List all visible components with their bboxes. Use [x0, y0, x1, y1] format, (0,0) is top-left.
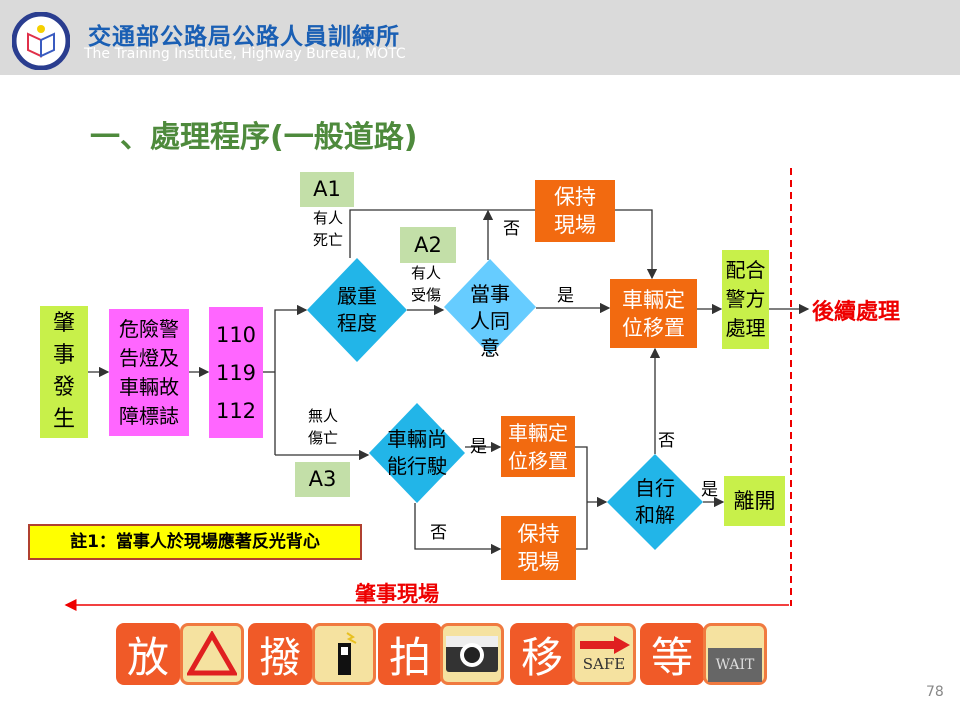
note-box: 註1：當事人於現場應著反光背心 [28, 524, 362, 560]
a3-label: A3 [295, 462, 350, 497]
no-label-consent: 否 [503, 219, 520, 239]
consent-diamond [444, 259, 536, 355]
no-label-drivable: 否 [430, 523, 447, 543]
a1-label: A1 [300, 172, 354, 207]
move-vehicle-box: 車輛定位移置 [610, 279, 697, 348]
warning-triangle-icon [180, 623, 244, 685]
a1-desc: 有人死亡 [312, 209, 343, 249]
cooperate-box: 配合警方處理 [722, 250, 769, 349]
leave-box: 離開 [724, 476, 785, 526]
page-number: 78 [926, 684, 944, 700]
followup-label: 後續處理 [812, 300, 901, 325]
phone-112: 112 [215, 398, 257, 423]
keep-scene-box-2: 保持現場 [501, 516, 576, 580]
settle-diamond [607, 454, 703, 550]
consent-label: 當事人同意 [470, 282, 510, 360]
safe-arrow-icon: SAFE [572, 623, 636, 685]
a3-desc: 無人傷亡 [307, 407, 338, 447]
keep-scene-box: 保持現場 [535, 180, 615, 242]
org-name: 交通部公路局公路人員訓練所 [88, 24, 400, 50]
warning-box: 危險警告燈及車輛故障標誌 [109, 309, 189, 436]
institute-logo [12, 12, 70, 70]
org-name-en: The Training Institute, Highway Bureau, … [84, 46, 406, 62]
accident-box: 肇事發生 [40, 306, 88, 438]
emergency-numbers-box: 110 119 112 [209, 307, 263, 438]
a2-desc: 有人受傷 [410, 264, 441, 304]
phone-119: 119 [215, 360, 257, 385]
page-title: 一、處理程序(一般道路) [90, 120, 418, 155]
step-wait: 等 [640, 623, 704, 685]
severity-label: 嚴重程度 [337, 284, 377, 335]
step-photo: 拍 [378, 623, 442, 685]
no-label-settle: 否 [658, 431, 675, 451]
drivable-diamond [369, 403, 465, 503]
severity-diamond [307, 258, 407, 362]
header-bar [0, 0, 960, 75]
step-place: 放 [116, 623, 180, 685]
yes-label-drivable: 是 [470, 437, 487, 457]
safe-text: SAFE [582, 655, 626, 673]
yes-label-consent: 是 [557, 286, 574, 306]
drivable-label: 車輛尚能行駛 [387, 427, 447, 478]
step-call: 撥 [248, 623, 312, 685]
phone-icon [312, 623, 376, 685]
scene-label: 肇事現場 [355, 582, 439, 606]
phone-110: 110 [215, 322, 257, 347]
wait-text: WAIT [708, 648, 762, 682]
a2-label: A2 [400, 227, 456, 263]
settle-label: 自行和解 [635, 476, 675, 527]
step-move: 移 [510, 623, 574, 685]
wait-icon: WAIT [703, 623, 767, 685]
move-vehicle-box-2: 車輛定位移置 [501, 416, 575, 477]
camera-icon [440, 623, 504, 685]
yes-label-settle: 是 [701, 480, 718, 500]
